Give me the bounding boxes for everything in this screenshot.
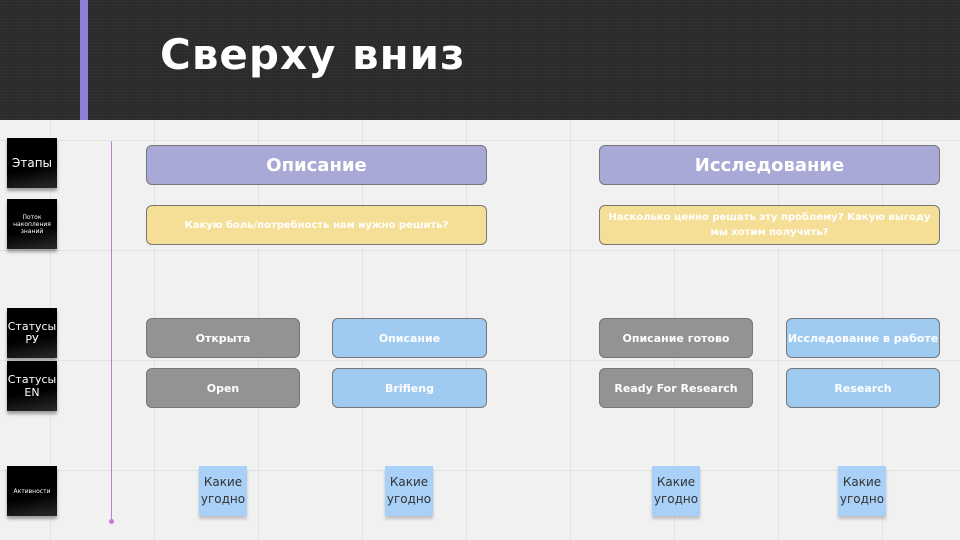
activity-note[interactable]: Какие угодно	[199, 466, 247, 516]
row-label-knowledge[interactable]: Поток накопления знаний	[7, 199, 57, 249]
status-en-ready-for-research[interactable]: Ready For Research	[599, 368, 753, 408]
status-en-research[interactable]: Research	[786, 368, 940, 408]
stage-description[interactable]: Описание	[146, 145, 487, 185]
status-ru-description[interactable]: Описание	[332, 318, 487, 358]
flow-arrow	[109, 141, 114, 524]
status-en-briefing[interactable]: Brifieng	[332, 368, 487, 408]
row-label-statuses-en[interactable]: Статусы EN	[7, 361, 57, 411]
row-label-statuses-ru[interactable]: Статусы РУ	[7, 308, 57, 358]
status-en-open[interactable]: Open	[146, 368, 300, 408]
status-ru-description-ready[interactable]: Описание готово	[599, 318, 753, 358]
question-research[interactable]: Насколько ценно решать эту проблему? Как…	[599, 205, 940, 245]
activity-note[interactable]: Какие угодно	[838, 466, 886, 516]
activity-note[interactable]: Какие угодно	[652, 466, 700, 516]
row-label-activities[interactable]: Активности	[7, 466, 57, 516]
question-description[interactable]: Какую боль/потребность нам нужно решить?	[146, 205, 487, 245]
header: Сверху вниз	[0, 0, 960, 120]
page-title: Сверху вниз	[160, 30, 466, 79]
status-ru-research-in-progress[interactable]: Исследование в работе	[786, 318, 940, 358]
stage-research[interactable]: Исследование	[599, 145, 940, 185]
accent-bar	[80, 0, 88, 120]
status-ru-open[interactable]: Открыта	[146, 318, 300, 358]
activity-note[interactable]: Какие угодно	[385, 466, 433, 516]
row-label-stages[interactable]: Этапы	[7, 138, 57, 188]
